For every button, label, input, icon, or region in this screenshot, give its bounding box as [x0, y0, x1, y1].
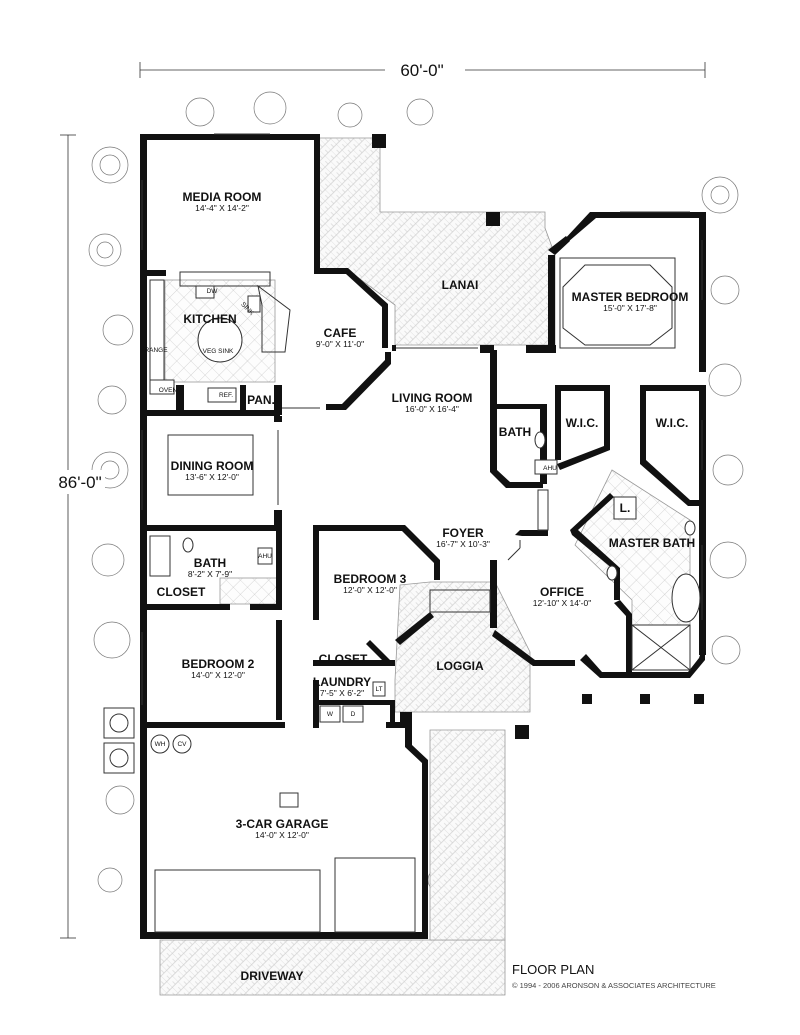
windows — [141, 133, 703, 933]
foyer-name: FOYER — [442, 526, 484, 540]
washer-label: W — [327, 711, 334, 718]
cv-label: CV — [177, 741, 187, 748]
dining-room-name: DINING ROOM — [171, 459, 254, 473]
media-room-size: 14'-4" X 14'-2" — [195, 203, 249, 213]
closet-left-name: CLOSET — [157, 585, 206, 599]
master-bath-name: MASTER BATH — [609, 536, 695, 550]
width-dimension: 60'-0" — [400, 61, 443, 80]
laundry-size: 7'-5" X 6'-2" — [320, 688, 364, 698]
linen-label: L. — [620, 501, 631, 515]
cafe-name: CAFE — [324, 326, 357, 340]
veg-sink-label: VEG SINK — [203, 348, 234, 355]
lanai-name: LANAI — [442, 278, 479, 292]
oven-label: OVEN — [159, 387, 178, 394]
dining-room-size: 13'-6" X 12'-0" — [185, 472, 239, 482]
living-room-name: LIVING ROOM — [392, 391, 473, 405]
dimension-lines — [55, 60, 706, 939]
kitchen-name: KITCHEN — [183, 312, 236, 326]
caption-title: FLOOR PLAN — [512, 962, 594, 977]
garage-name: 3-CAR GARAGE — [236, 817, 329, 831]
pan-label: PAN. — [247, 393, 275, 407]
bath-left-floor — [219, 577, 281, 605]
caption-copyright: © 1994 - 2006 ARONSON & ASSOCIATES ARCHI… — [512, 981, 716, 990]
dryer-label: D — [351, 711, 356, 718]
garage-size: 14'-0" X 12'-0" — [255, 830, 309, 840]
bedroom-2-name: BEDROOM 2 — [182, 657, 255, 671]
depth-dimension: 86'-0" — [58, 473, 101, 492]
laundry-name: LAUNDRY — [313, 675, 371, 689]
walls — [140, 134, 706, 939]
office-size: 12'-10" X 14'-0" — [533, 598, 591, 608]
bath-left-name: BATH — [194, 556, 226, 570]
bedroom-2-size: 14'-0" X 12'-0" — [191, 670, 245, 680]
foyer-size: 16'-7" X 10'-3" — [436, 539, 490, 549]
dw-label: DW — [207, 288, 219, 295]
bath-center-name: BATH — [499, 425, 531, 439]
ahu-label-center: AHU — [543, 465, 557, 472]
loggia-name: LOGGIA — [436, 659, 484, 673]
wh-label: WH — [155, 741, 166, 748]
office-name: OFFICE — [540, 585, 584, 599]
ahu-label-left: AHU — [258, 553, 272, 560]
media-room-name: MEDIA ROOM — [183, 190, 262, 204]
lt-label: LT — [375, 686, 382, 693]
wic-1-name: W.I.C. — [566, 416, 599, 430]
room-labels: MEDIA ROOM 14'-4" X 14'-2" KITCHEN CAFE … — [157, 190, 696, 983]
bedroom-3-size: 12'-0" X 12'-0" — [343, 585, 397, 595]
closet-center-name: CLOSET — [319, 652, 368, 666]
ref-label: REF. — [219, 392, 233, 399]
living-room-size: 16'-0" X 16'-4" — [405, 404, 459, 414]
landscaping — [88, 91, 747, 951]
master-bedroom-size: 15'-0" X 17'-8" — [603, 303, 657, 313]
wic-2-name: W.I.C. — [656, 416, 689, 430]
fixtures — [103, 285, 701, 774]
bedroom-3-name: BEDROOM 3 — [334, 572, 407, 586]
driveway-name: DRIVEWAY — [241, 969, 304, 983]
bath-left-size: 8'-2" X 7'-9" — [188, 569, 232, 579]
master-bedroom-name: MASTER BEDROOM — [572, 290, 689, 304]
range-label: RANGE — [144, 347, 168, 354]
cafe-size: 9'-0" X 11'-0" — [316, 339, 364, 349]
